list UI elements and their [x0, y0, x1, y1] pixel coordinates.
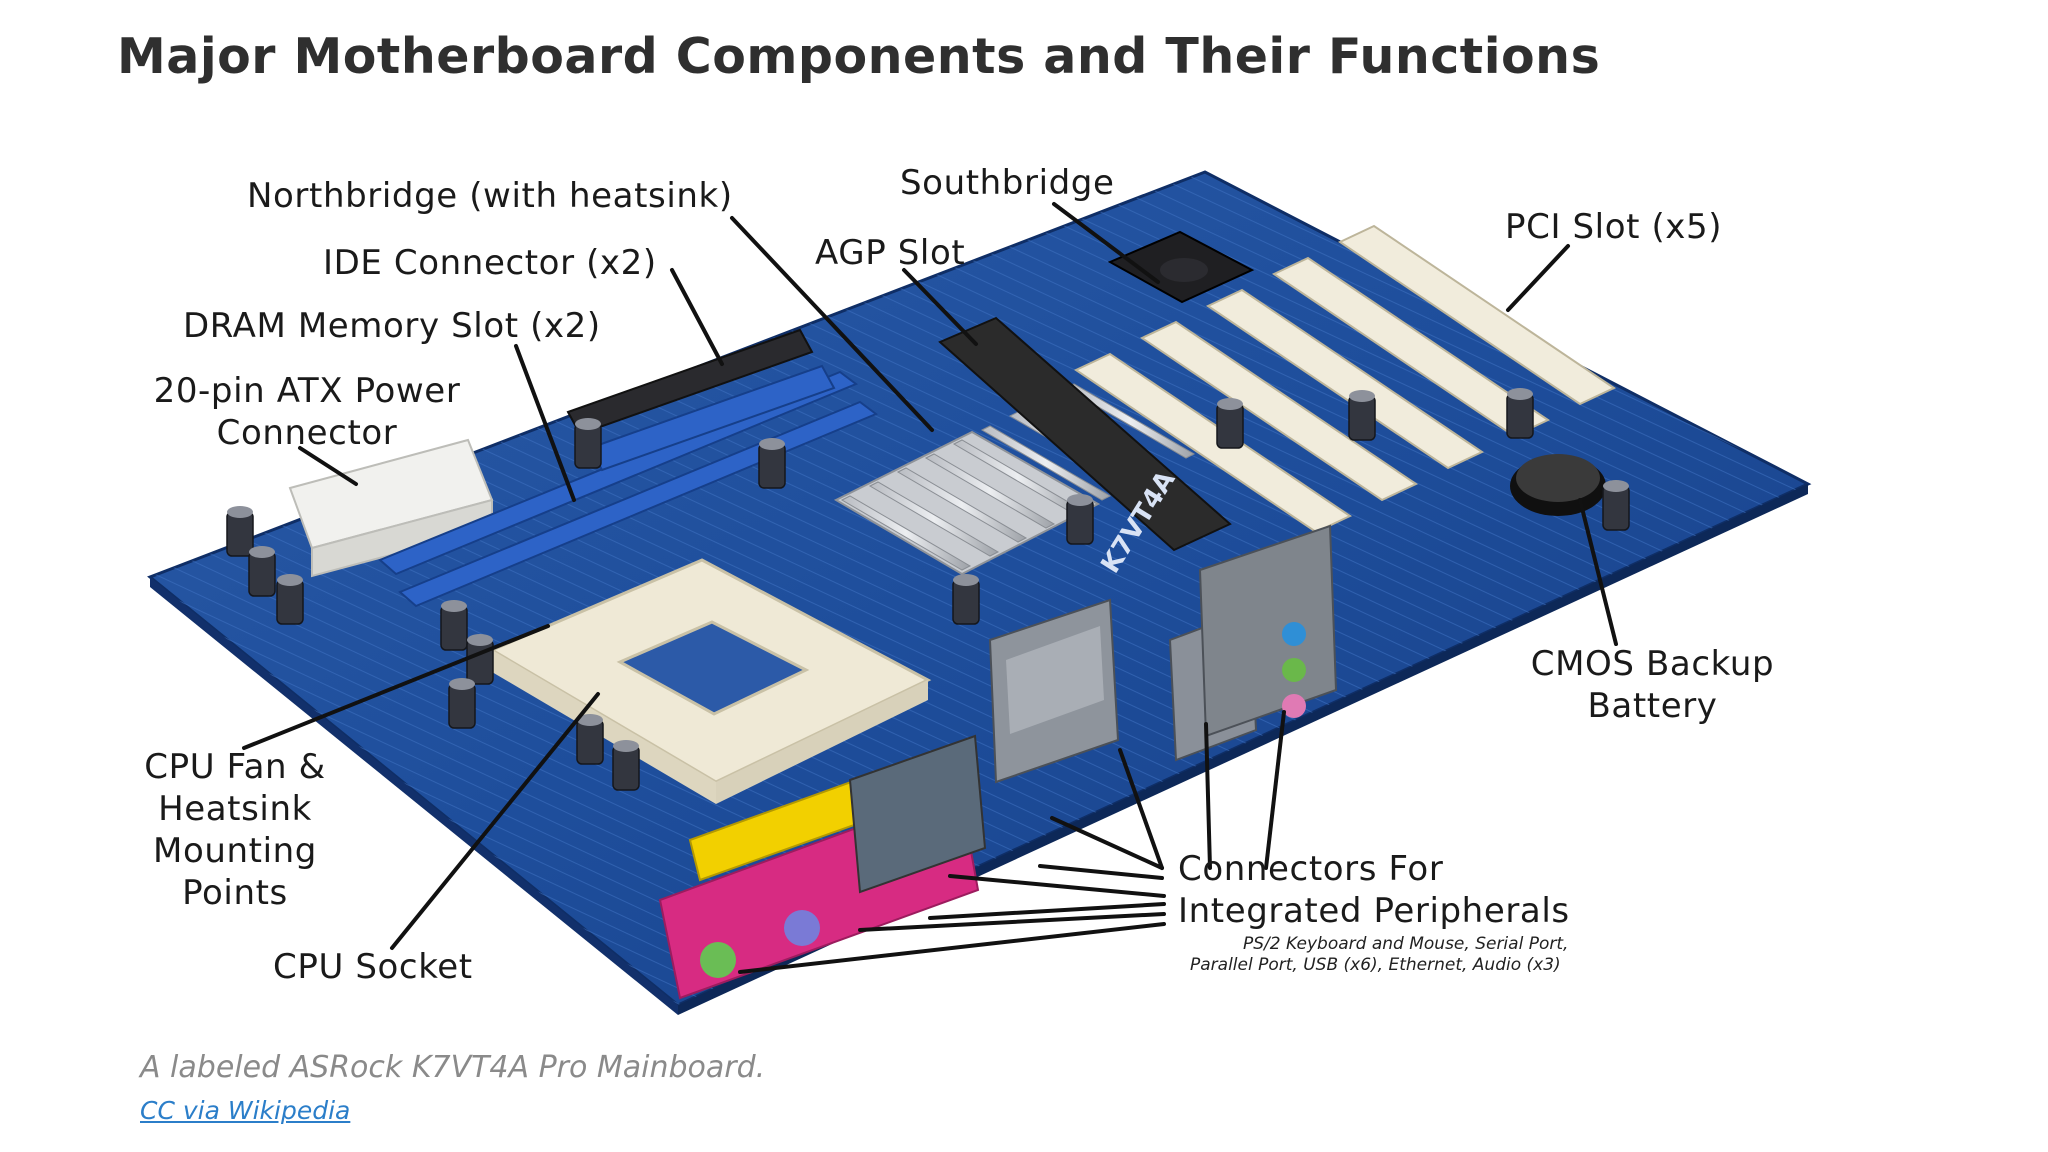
atx-power-connector — [288, 438, 494, 578]
cpu-socket — [488, 558, 932, 804]
label-cmos-line2: Battery — [1587, 686, 1718, 726]
capacitor-top — [953, 574, 979, 586]
label-fan-line2: Heatsink — [158, 789, 312, 829]
capacitor-top — [759, 438, 785, 450]
heatsink-fin — [840, 495, 972, 571]
label-peripherals-note-line2: Parallel Port, USB (x6), Ethernet, Audio… — [1190, 955, 1561, 975]
capacitors — [226, 388, 1630, 791]
capacitor — [466, 639, 494, 685]
pci-slot — [1271, 256, 1551, 438]
label-agp-slot: AGP Slot — [815, 233, 966, 273]
capacitor-top — [467, 634, 493, 646]
heatsink-fin — [868, 481, 1000, 557]
label-atx-power: 20-pin ATX Power Connector — [127, 370, 487, 454]
label-dram-slot: DRAM Memory Slot (x2) — [183, 306, 601, 346]
capacitor-top — [1217, 398, 1243, 410]
pci-slot — [1139, 320, 1419, 502]
capacitor-top — [249, 546, 275, 558]
capacitor-top — [1067, 494, 1093, 506]
label-fan-line1: CPU Fan & — [144, 747, 326, 787]
capacitor-top — [1603, 480, 1629, 492]
capacitor-top — [575, 418, 601, 430]
capacitor — [248, 551, 276, 597]
agp-slot — [938, 316, 1232, 552]
pci-slot — [1073, 352, 1353, 534]
label-ide-connector: IDE Connector (x2) — [323, 243, 657, 283]
label-southbridge: Southbridge — [900, 163, 1115, 203]
heatsink-fin — [980, 425, 1112, 501]
capacitor-top — [227, 506, 253, 518]
image-caption: A labeled ASRock K7VT4A Pro Mainboard. — [140, 1050, 766, 1085]
capacitor-top — [1507, 388, 1533, 400]
label-peripherals-line1: Connectors For — [1178, 849, 1444, 889]
label-cmos-battery: CMOS Backup Battery — [1495, 643, 1810, 727]
capacitor — [276, 579, 304, 625]
capacitor — [612, 745, 640, 791]
capacitor-top — [277, 574, 303, 586]
capacitor-top — [449, 678, 475, 690]
page-title: Major Motherboard Components and Their F… — [117, 28, 1601, 85]
label-peripherals-note-line1: PS/2 Keyboard and Mouse, Serial Port, — [1243, 934, 1569, 954]
label-fan-line4: Points — [182, 873, 288, 913]
capacitor-top — [577, 714, 603, 726]
label-pci-slot: PCI Slot (x5) — [1505, 207, 1723, 247]
capacitor — [758, 443, 786, 489]
label-atx-power-line1: 20-pin ATX Power — [153, 371, 461, 411]
label-fan-line3: Mounting — [153, 831, 317, 871]
capacitor — [1216, 403, 1244, 449]
pci-slot — [1337, 224, 1617, 406]
credit-link[interactable]: CC via Wikipedia — [140, 1096, 351, 1125]
capacitor-top — [613, 740, 639, 752]
rear-io-panel — [658, 524, 1338, 1000]
label-northbridge: Northbridge (with heatsink) — [247, 176, 733, 216]
capacitor — [1066, 499, 1094, 545]
capacitor — [576, 719, 604, 765]
capacitor — [574, 423, 602, 469]
capacitor — [1506, 393, 1534, 439]
label-cmos-line1: CMOS Backup — [1530, 644, 1775, 684]
capacitor — [448, 683, 476, 729]
label-peripherals-line2: Integrated Peripherals — [1178, 891, 1570, 931]
heatsink-fin — [896, 467, 1028, 543]
pci-slots — [1073, 224, 1617, 534]
leader-lines — [242, 202, 1618, 974]
capacitor — [440, 605, 468, 651]
capacitor — [952, 579, 980, 625]
southbridge-chip — [1107, 230, 1255, 304]
capacitor-top — [1349, 390, 1375, 402]
label-cpu-fan-mounting: CPU Fan & Heatsink Mounting Points — [120, 746, 350, 914]
label-cpu-socket: CPU Socket — [273, 947, 473, 987]
label-atx-power-line2: Connector — [216, 413, 398, 453]
capacitor — [226, 511, 254, 557]
capacitor — [1348, 395, 1376, 441]
capacitor — [1602, 485, 1630, 531]
heatsink-fin — [924, 453, 1056, 529]
capacitor-top — [441, 600, 467, 612]
